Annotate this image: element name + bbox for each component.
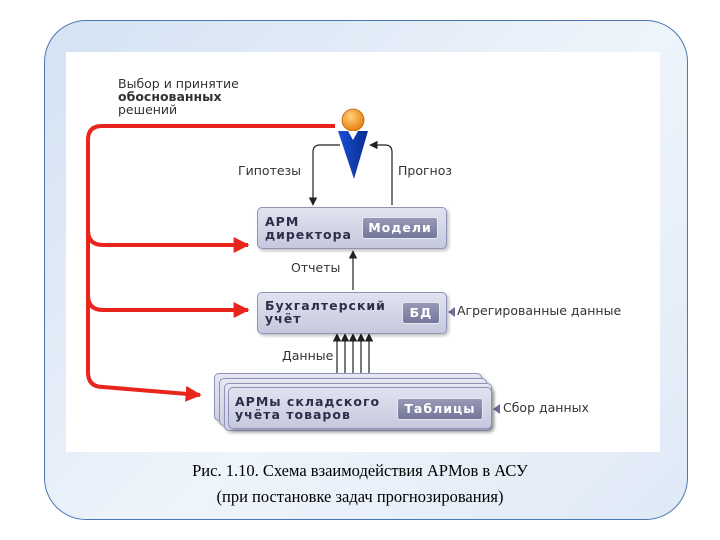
flow-arrow-to-accounting xyxy=(86,294,250,318)
models-badge: Модели xyxy=(362,217,438,239)
accounting-box: Бухгалтерский учёт БД xyxy=(257,292,447,334)
director-box-label: АРМ директора xyxy=(265,214,352,242)
aggregated-data-label: Агрегированные данные xyxy=(457,303,622,318)
warehouse-workstations-box: АРМы складского учёта товаров Таблицы xyxy=(228,387,492,429)
decision-label-line1: Выбор и принятие xyxy=(118,76,239,91)
caption-line2: (при постановке задач прогнозирования) xyxy=(216,487,504,506)
accounting-box-label: Бухгалтерский учёт xyxy=(265,298,386,326)
manager-figure-icon xyxy=(338,108,368,179)
database-badge: БД xyxy=(402,302,440,324)
forecast-connector xyxy=(369,140,393,205)
hypothesis-connector xyxy=(308,144,340,206)
forecast-label: Прогноз xyxy=(398,163,453,178)
hypotheses-label: Гипотезы xyxy=(238,163,302,178)
caption-line1: Рис. 1.10. Схема взаимодействия АРМов в … xyxy=(192,461,528,480)
aggregated-pointer-icon xyxy=(448,307,455,317)
flow-arrow-top xyxy=(86,124,335,402)
data-label: Данные xyxy=(282,348,334,363)
director-workstation-box: АРМ директора Модели xyxy=(257,207,447,249)
reports-label: Отчеты xyxy=(291,260,341,275)
tables-badge: Таблицы xyxy=(397,398,483,420)
collection-pointer-icon xyxy=(493,404,500,414)
data-collection-label: Сбор данных xyxy=(503,400,589,415)
decision-label-line2: обоснованных xyxy=(118,89,222,104)
decision-label-line3: решений xyxy=(118,102,178,117)
warehouse-box-label: АРМы складского учёта товаров xyxy=(235,394,381,422)
flow-arrow-to-director xyxy=(86,229,250,253)
decision-label: Выбор и принятие обоснованных решений xyxy=(118,77,239,116)
decision-flow-arrows xyxy=(86,124,335,402)
